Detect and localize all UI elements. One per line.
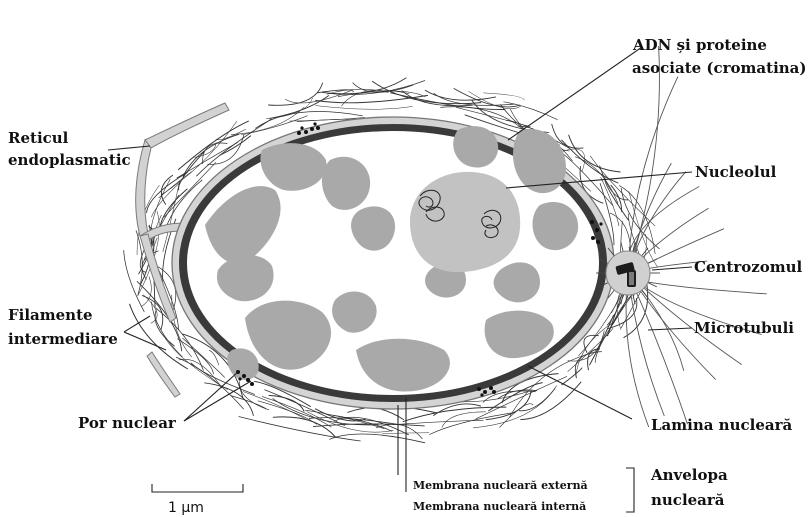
label-outer-membrane: Membrana nucleară externă <box>413 479 588 492</box>
label-dna-line2: asociate (cromatina) <box>632 59 807 77</box>
label-nuclear-pore: Por nuclear <box>78 414 177 432</box>
intermediate-filament <box>179 151 205 190</box>
intermediate-filament <box>161 175 173 205</box>
label-dna-line1: ADN și proteine <box>632 36 767 54</box>
leader-filaments-2 <box>124 332 166 350</box>
label-er-line1: Reticul <box>8 129 69 147</box>
scale-bar: 1 µm <box>152 484 243 516</box>
intermediate-filament <box>317 90 353 93</box>
intermediate-filament <box>147 172 188 213</box>
intermediate-filament <box>521 382 582 420</box>
intermediate-filament <box>269 95 329 118</box>
leader-dna <box>508 47 642 140</box>
intermediate-filament <box>442 412 486 428</box>
intermediate-filament <box>562 368 583 385</box>
microtubule <box>626 273 649 427</box>
leader-pore-2 <box>184 381 251 421</box>
label-filaments-line2: intermediare <box>8 330 118 348</box>
intermediate-filament <box>315 106 412 110</box>
label-envelope-line1: Anvelopa <box>650 466 728 484</box>
intermediate-filament <box>258 401 317 425</box>
intermediate-filament <box>315 95 428 102</box>
nucleolus <box>410 172 520 272</box>
intermediate-filament <box>569 135 621 172</box>
label-microtubules: Microtubuli <box>694 319 794 337</box>
intermediate-filament <box>429 412 515 434</box>
label-envelope-line2: nucleară <box>651 491 725 509</box>
label-nuclear-lamina: Lamina nucleară <box>651 416 792 434</box>
label-er-line2: endoplasmatic <box>8 151 131 169</box>
label-inner-membrane: Membrana nucleară internă <box>413 500 586 513</box>
envelope-bracket <box>626 468 634 512</box>
label-nucleolus: Nucleolul <box>695 163 777 181</box>
intermediate-filament <box>483 93 524 100</box>
label-centrosome: Centrozomul <box>694 258 803 276</box>
leader-centrosome <box>652 267 692 270</box>
scale-bar-label: 1 µm <box>168 500 204 516</box>
intermediate-filament <box>486 391 532 420</box>
intermediate-filament <box>273 417 336 438</box>
label-filaments-line1: Filamente <box>8 306 93 324</box>
leader-filaments-1 <box>124 316 150 332</box>
intermediate-filament <box>376 424 422 439</box>
intermediate-filament <box>204 383 253 416</box>
microtubule <box>628 273 688 424</box>
intermediate-filament <box>239 417 361 442</box>
intermediate-filament <box>142 296 163 331</box>
intermediate-filament <box>607 292 635 336</box>
leader-lamina <box>528 366 632 419</box>
intermediate-filament <box>519 389 555 411</box>
